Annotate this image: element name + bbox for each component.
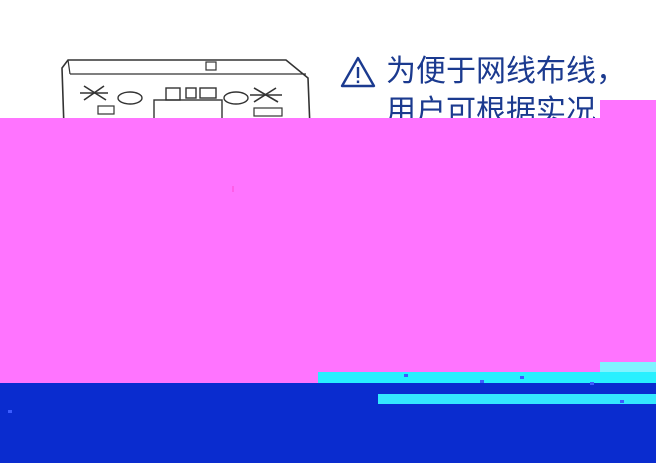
redaction-band-cyan-lower (378, 394, 656, 404)
noise-pixel (620, 400, 624, 403)
wall-plate-device-illustration (58, 48, 318, 129)
noise-pixel (480, 380, 484, 383)
noise-pixel (520, 376, 524, 379)
noise-pixel (8, 410, 12, 413)
device-drawing (61, 59, 311, 129)
noise-pixel (404, 374, 408, 377)
noise-pixel (590, 382, 594, 385)
warning-text-line-1: 为便于网线布线， (386, 54, 626, 89)
warning-triangle-icon (340, 56, 376, 88)
redaction-block-magenta (0, 118, 656, 386)
redaction-artifact (232, 186, 234, 192)
redaction-edge (600, 100, 656, 120)
